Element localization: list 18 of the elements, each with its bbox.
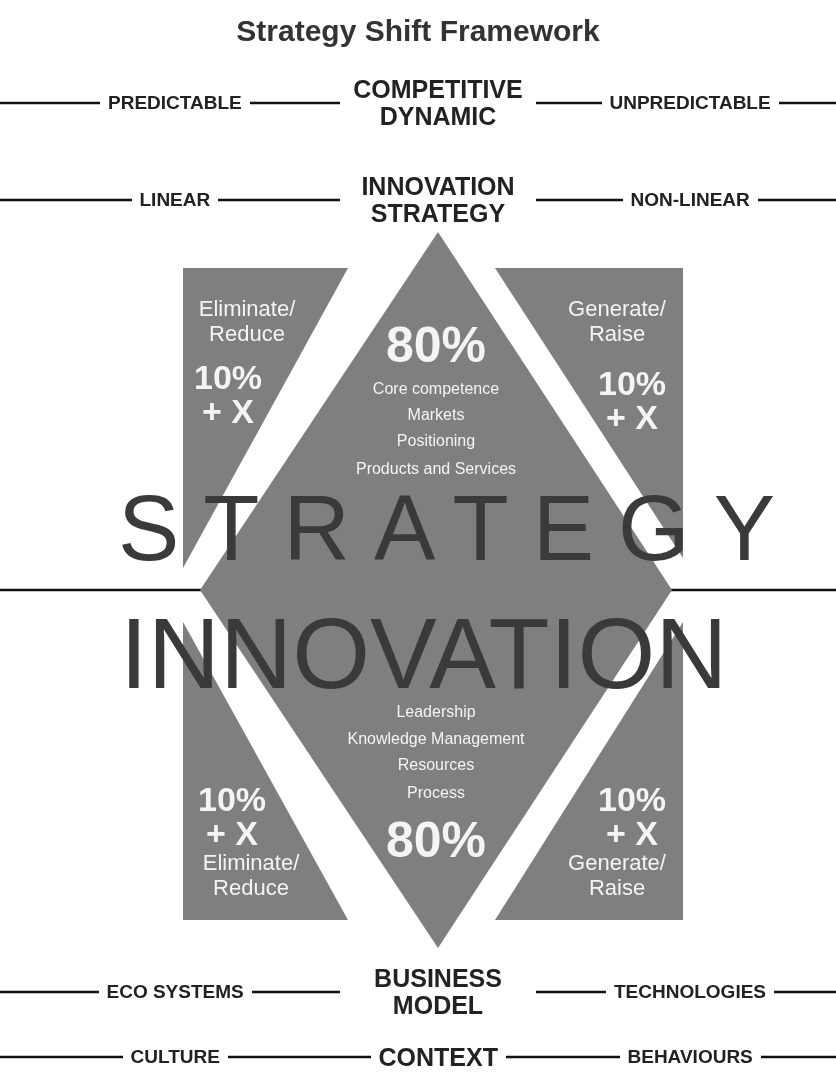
percentage-text: 10% + X (192, 360, 264, 428)
phrase-text: Generate/ Raise (567, 296, 667, 347)
percentage-text: 10% + X (196, 782, 268, 850)
list-item-text: Resources (396, 756, 476, 775)
percentage-text: 80% (384, 812, 488, 870)
list-item-text: Core competence (371, 380, 501, 399)
phrase-text: Generate/ Raise (567, 850, 667, 901)
percentage-text: 10% + X (596, 782, 668, 850)
phrase-text: Eliminate/ Reduce (201, 850, 301, 901)
diagram-title: Strategy Shift Framework (235, 14, 601, 48)
phrase-text: Eliminate/ Reduce (197, 296, 297, 347)
list-item-text: Positioning (395, 432, 477, 451)
list-item-text: Process (406, 784, 466, 803)
percentage-text: 80% (384, 317, 488, 375)
percentage-text: 10% + X (596, 366, 668, 434)
list-item-text: Markets (406, 406, 466, 425)
list-item-text: Knowledge Management (346, 730, 526, 749)
list-item-text: Products and Services (354, 460, 518, 479)
